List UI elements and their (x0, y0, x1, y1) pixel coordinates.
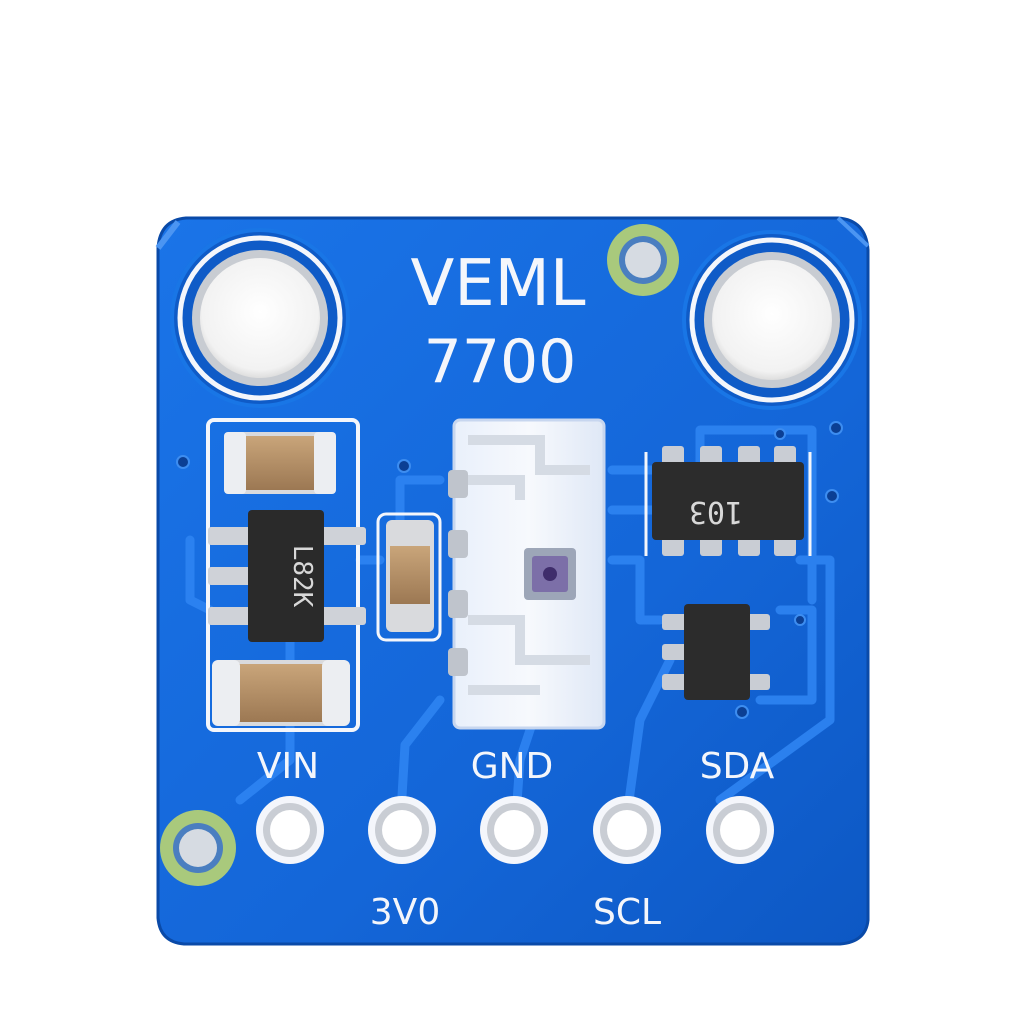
pin-label-scl: SCL (593, 892, 661, 933)
pin-label-gnd: GND (471, 746, 554, 787)
mounting-hole-left (170, 228, 350, 408)
pin-label-sda: SDA (700, 746, 775, 787)
header-pin-scl (593, 796, 661, 864)
copper-traces (185, 425, 835, 835)
capacitor-small (376, 512, 442, 642)
header-pin-3v0 (368, 796, 436, 864)
regulator-chip: L82K (208, 510, 366, 642)
header-pin-vin (256, 796, 324, 864)
regulator-marking: L82K (287, 545, 317, 608)
capacitor-top (224, 432, 336, 494)
pin-label-vin: VIN (257, 746, 319, 787)
capacitor-bottom (212, 660, 350, 726)
light-sensor-chip (448, 418, 606, 730)
board-title-line2: 7700 (424, 327, 577, 397)
header-pin-sda (706, 796, 774, 864)
header-pin-gnd (480, 796, 548, 864)
resistor-array-marking: 103 (689, 494, 743, 529)
mounting-hole-right (682, 230, 862, 410)
fiducial-top (607, 224, 679, 296)
fiducial-bottom (160, 810, 236, 886)
board-title-line1: VEML (410, 247, 585, 321)
pin-label-3v0: 3V0 (370, 892, 440, 933)
level-shifter-chip (662, 604, 770, 700)
resistor-array: 103 (644, 446, 812, 556)
